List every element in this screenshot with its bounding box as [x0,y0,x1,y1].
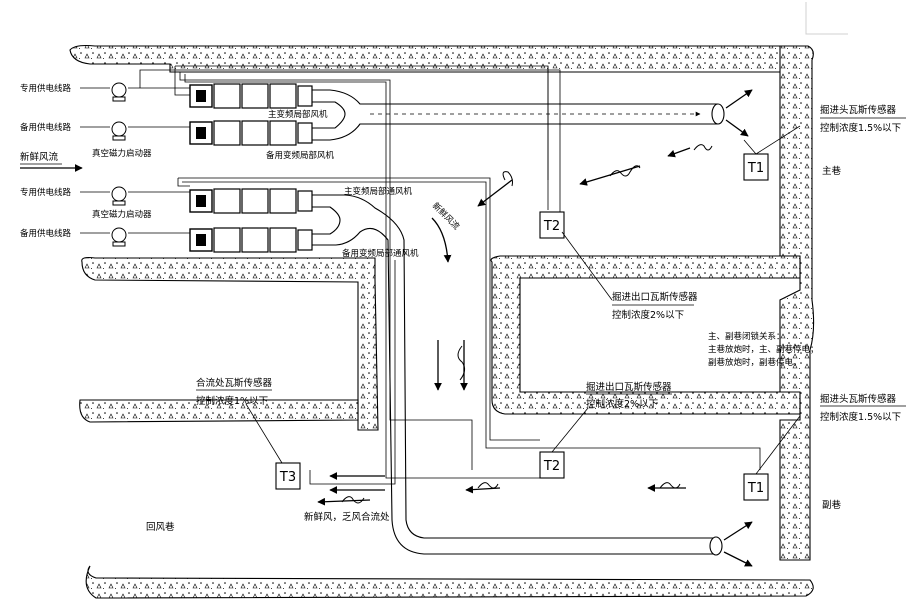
airflow-arrows [20,89,753,567]
rock-right-wall [779,45,815,561]
fans [189,83,313,253]
fan-main-2 [189,188,313,214]
sensor-t3: T3 合流处瓦斯传感器 控制浓度1%以下 [196,377,301,490]
sensor-t1-bottom: T1 掘进头瓦斯传感器 控制浓度1.5%以下 [743,393,906,501]
ducts [312,89,725,556]
label-fresh-airflow: 新鲜风流 [20,151,59,163]
rock-walls [69,44,815,599]
label-vacuum-starter-2: 真空磁力启动器 [92,209,152,220]
t1-bottom-spec: 控制浓度1.5%以下 [820,411,901,423]
label-backup-line-1: 备用供电线路 [20,122,72,133]
sensor-t1-top: T1 掘进头瓦斯传感器 控制浓度1.5%以下 [743,104,906,181]
label-main-fan-1: 主变频局部风机 [268,109,328,120]
sensor-t2-bottom: T2 掘进出口瓦斯传感器 控制浓度2%以下 [539,381,672,479]
t1-top-label: 掘进头瓦斯传感器 [820,104,897,116]
svg-text:T2: T2 [543,459,560,474]
svg-text:T2: T2 [543,219,560,234]
fresh-air-curve [431,217,452,263]
rock-middle-block [490,255,801,415]
svg-text:T1: T1 [747,481,764,496]
label-return-roadway: 回风巷 [146,522,175,533]
duct-top [312,89,718,105]
label-dedicated-line-1: 专用供电线路 [20,83,72,94]
rock-left-block [81,256,379,431]
label-dedicated-line-2: 专用供电线路 [20,187,72,198]
duct-bottom [312,194,716,539]
starter-icon [111,82,127,102]
svg-text:T3: T3 [279,470,296,485]
label-backup-fan-2: 备用变频局部通风机 [342,248,419,259]
interlock-line2: 副巷放炮时，副巷停电。 [708,357,802,368]
label-backup-line-2: 备用供电线路 [20,228,72,239]
label-fresh-air-diag: 新鲜风流 [430,200,462,232]
label-vacuum-starter-1: 真空磁力启动器 [92,148,152,159]
label-main-roadway: 主巷 [822,165,842,177]
label-mix-point: 新鲜风，乏风合流处 [304,511,390,523]
svg-text:T1: T1 [747,161,764,176]
fan-backup-1 [189,120,313,146]
starter-icon [111,121,127,141]
starter-icon [111,186,127,206]
rock-bottom-wall [85,565,814,599]
label-main-fan-2: 主变频局部通风机 [344,186,413,197]
t2-top-spec: 控制浓度2%以下 [612,309,684,321]
fan-main-1 [189,83,313,109]
t2-bottom-label: 掘进出口瓦斯传感器 [586,381,672,393]
starter-icon [111,227,127,247]
vacuum-starters [111,82,127,247]
t3-label: 合流处瓦斯传感器 [196,377,273,389]
t1-top-spec: 控制浓度1.5%以下 [820,122,901,134]
label-aux-roadway: 副巷 [822,500,842,511]
label-backup-fan-1: 备用变频局部风机 [266,150,335,161]
interlock-title: 主、副巷闭锁关系： [708,331,785,342]
t1-bottom-label: 掘进头瓦斯传感器 [820,393,897,405]
t2-top-label: 掘进出口瓦斯传感器 [612,291,698,303]
sensor-t2-top: T2 掘进出口瓦斯传感器 控制浓度2%以下 [539,211,698,321]
diagram-labels: 专用供电线路 备用供电线路 新鲜风流 真空磁力启动器 主变频局部风机 备用变频局… [20,83,842,533]
wiring [80,65,761,485]
rock-left-lower [79,399,359,423]
t3-spec: 控制浓度1%以下 [196,395,268,407]
rock-top-wall [69,44,801,73]
interlock-line1: 主巷放炮时，主、副巷停电； [708,344,819,355]
t2-bottom-spec: 控制浓度2%以下 [586,398,658,410]
fan-backup-2 [189,227,313,253]
